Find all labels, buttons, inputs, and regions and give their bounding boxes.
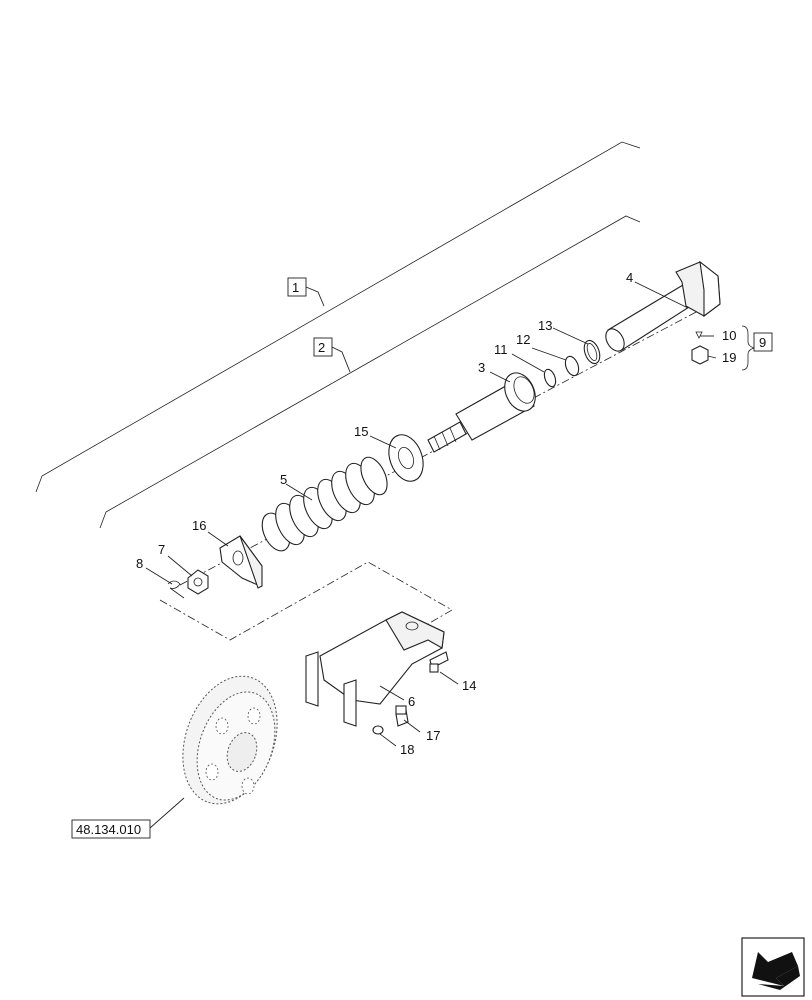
- leader-19: [707, 355, 717, 359]
- part-4-rod[interactable]: [602, 260, 721, 354]
- assembly-bracket-2: [99, 215, 641, 529]
- callout-16[interactable]: 16: [192, 518, 206, 533]
- leader-16: [207, 531, 229, 547]
- callout-17[interactable]: 17: [426, 728, 440, 743]
- callout-1[interactable]: 1: [287, 277, 325, 307]
- leader-18: [379, 733, 397, 747]
- callout-11[interactable]: 11: [494, 342, 508, 357]
- part-15-washer[interactable]: [383, 430, 429, 486]
- leader-13: [552, 327, 589, 345]
- part-19-fitting[interactable]: [691, 345, 709, 365]
- part-3-plunger[interactable]: [427, 368, 541, 453]
- group-9-brace: [741, 325, 756, 371]
- part-8-cotter-pin[interactable]: [167, 580, 185, 599]
- callout-8[interactable]: 8: [136, 556, 143, 571]
- leader-7: [167, 555, 193, 577]
- leader-15: [369, 435, 397, 449]
- leader-12: [531, 347, 567, 361]
- part-5-spring[interactable]: [257, 453, 393, 555]
- callout-19[interactable]: 19: [722, 350, 736, 365]
- callout-12[interactable]: 12: [516, 332, 530, 347]
- idler-wheel[interactable]: [166, 663, 294, 817]
- part-11-ring[interactable]: [542, 368, 558, 388]
- leader-ref: [149, 797, 185, 829]
- leader-3: [489, 371, 511, 383]
- part-14-bolt[interactable]: [429, 651, 449, 673]
- leader-8: [145, 567, 173, 585]
- callout-10[interactable]: 10: [722, 328, 736, 343]
- callout-2-label: 2: [318, 340, 325, 355]
- part-18-washer[interactable]: [372, 725, 384, 735]
- part-13-ring[interactable]: [581, 338, 602, 365]
- callout-4[interactable]: 4: [626, 270, 633, 285]
- callout-9[interactable]: 9: [753, 332, 773, 352]
- callout-7[interactable]: 7: [158, 542, 165, 557]
- leader-17: [403, 719, 421, 733]
- part-7-nut[interactable]: [187, 569, 209, 595]
- back-arrow-icon[interactable]: [741, 937, 805, 997]
- callout-6[interactable]: 6: [408, 694, 415, 709]
- callout-13[interactable]: 13: [538, 318, 552, 333]
- part-16-flange[interactable]: [219, 535, 263, 589]
- callout-14[interactable]: 14: [462, 678, 476, 693]
- leader-14: [439, 671, 459, 685]
- part-10-grease-fitting[interactable]: [695, 331, 703, 339]
- leader-5: [285, 483, 313, 501]
- callout-18[interactable]: 18: [400, 742, 414, 757]
- callout-5[interactable]: 5: [280, 472, 287, 487]
- callout-2[interactable]: 2: [313, 337, 351, 373]
- leader-6: [379, 685, 405, 701]
- part-17-bolt[interactable]: [395, 705, 409, 727]
- part-12-ring[interactable]: [563, 355, 581, 378]
- reference-link[interactable]: 48.134.010: [71, 819, 151, 839]
- callout-15[interactable]: 15: [354, 424, 368, 439]
- reference-label: 48.134.010: [76, 822, 141, 837]
- leader-4: [634, 281, 689, 309]
- callout-1-label: 1: [292, 280, 299, 295]
- leader-11: [511, 353, 545, 373]
- assembly-bracket-1: [35, 141, 641, 493]
- dashed-link: [159, 561, 453, 647]
- callout-3[interactable]: 3: [478, 360, 485, 375]
- part-6-yoke[interactable]: [305, 611, 445, 727]
- callout-9-label: 9: [759, 335, 766, 350]
